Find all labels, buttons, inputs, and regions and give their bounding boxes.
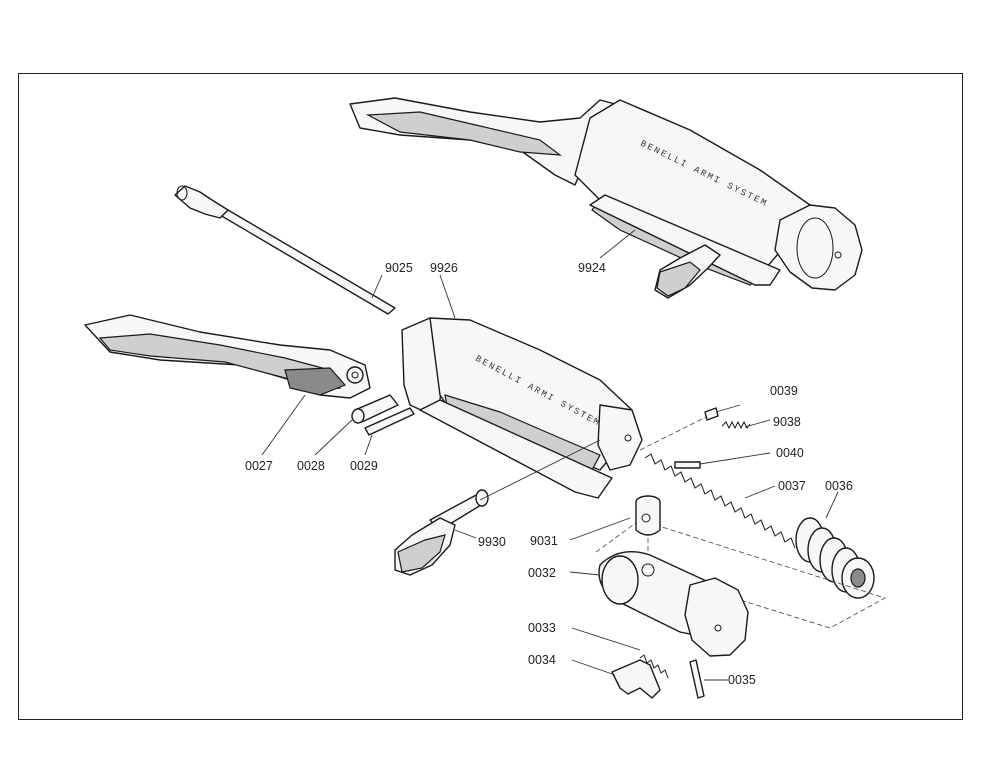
- label-0029: 0029: [350, 459, 378, 473]
- pin-0028-head: [351, 408, 365, 424]
- label-0035: 0035: [728, 673, 756, 687]
- firing-pin-tip: [176, 185, 188, 201]
- bolt-head-front: [684, 577, 749, 657]
- handle-knob-grip: [397, 534, 446, 573]
- carrier-arm-pivot: [346, 366, 364, 384]
- bolt-head-hole: [714, 624, 722, 632]
- label-0033: 0033: [528, 621, 556, 635]
- leader-0027: [261, 394, 306, 456]
- assembled-head-face: [796, 217, 834, 279]
- buffer-hole: [850, 568, 866, 588]
- carrier-arm-link: [284, 367, 347, 396]
- pin-0035: [689, 659, 705, 699]
- spring-0033: [639, 654, 669, 679]
- leader-9038: [744, 419, 771, 428]
- label-9031: 9031: [530, 534, 558, 548]
- leader-0036: [825, 491, 839, 519]
- extractor-0034: [611, 659, 661, 699]
- cocking-handle-group: [394, 489, 489, 576]
- cam-pin-hole: [641, 513, 651, 523]
- carrier-arm-pivot-hole: [351, 371, 359, 379]
- handle-shaft-end: [475, 489, 489, 507]
- assembled-bolt-head: [774, 204, 863, 291]
- handle-axis-line: [479, 439, 601, 501]
- exploded-bolt-group: BENELLI ARMI SYSTEM: [401, 317, 643, 499]
- leader-0032: [569, 571, 601, 576]
- axis-line-0039: [639, 413, 713, 451]
- assembly-outline: [595, 519, 887, 629]
- assembled-bolt-group: BENELLI ARMI SYSTEM: [349, 97, 863, 299]
- spring-9038: [721, 420, 751, 430]
- assembled-rail: [589, 194, 781, 286]
- leader-0040: [699, 452, 771, 465]
- leader-0028: [314, 419, 353, 456]
- label-9924: 9924: [578, 261, 606, 275]
- leader-9930: [454, 529, 477, 539]
- leader-0039: [715, 404, 741, 413]
- bolt-head-rear: [601, 555, 639, 605]
- assembled-bolt-body: [574, 99, 811, 276]
- firing-pin-group: [174, 185, 396, 315]
- label-9038: 9038: [773, 415, 801, 429]
- pin-0029-body: [364, 407, 415, 436]
- leader-9926: [439, 274, 456, 319]
- label-0034: 0034: [528, 653, 556, 667]
- bolt-pin-hole: [624, 434, 632, 442]
- cam-pin-body: [635, 502, 661, 536]
- label-0028: 0028: [297, 459, 325, 473]
- bolt-head-cam-hole: [641, 563, 655, 577]
- leader-0037: [744, 485, 776, 499]
- part-0039: [704, 407, 719, 421]
- label-0027: 0027: [245, 459, 273, 473]
- label-0032: 0032: [528, 566, 556, 580]
- part-0040: [674, 461, 701, 469]
- spring-0037: [644, 453, 796, 549]
- pin-0029: [364, 407, 415, 436]
- buffer-0036: [795, 517, 875, 599]
- label-0040: 0040: [776, 446, 804, 460]
- bolt-rail: [419, 399, 613, 499]
- assembled-handle-grip: [656, 261, 701, 297]
- pin-0028: [351, 394, 399, 424]
- assembled-arm-shading: [365, 111, 563, 156]
- cam-pin-9031: [635, 495, 661, 536]
- leader-0033: [571, 627, 641, 651]
- leader-0029: [364, 434, 373, 456]
- label-0039: 0039: [770, 384, 798, 398]
- label-0037: 0037: [778, 479, 806, 493]
- label-9926: 9926: [430, 261, 458, 275]
- firing-pin-head: [174, 185, 229, 219]
- assembled-head-pin-hole: [834, 251, 842, 259]
- bolt-front-lug: [597, 404, 643, 471]
- leader-9031: [569, 517, 631, 541]
- label-9930: 9930: [478, 535, 506, 549]
- label-0036: 0036: [825, 479, 853, 493]
- carrier-arm-group: [84, 314, 371, 399]
- leader-9924: [599, 229, 636, 259]
- leader-9025: [371, 274, 383, 299]
- firing-pin-rod: [219, 209, 396, 315]
- diagram-frame: [18, 73, 963, 720]
- bolt-head-0032: [598, 551, 749, 657]
- leader-0034: [571, 659, 616, 676]
- label-9025: 9025: [385, 261, 413, 275]
